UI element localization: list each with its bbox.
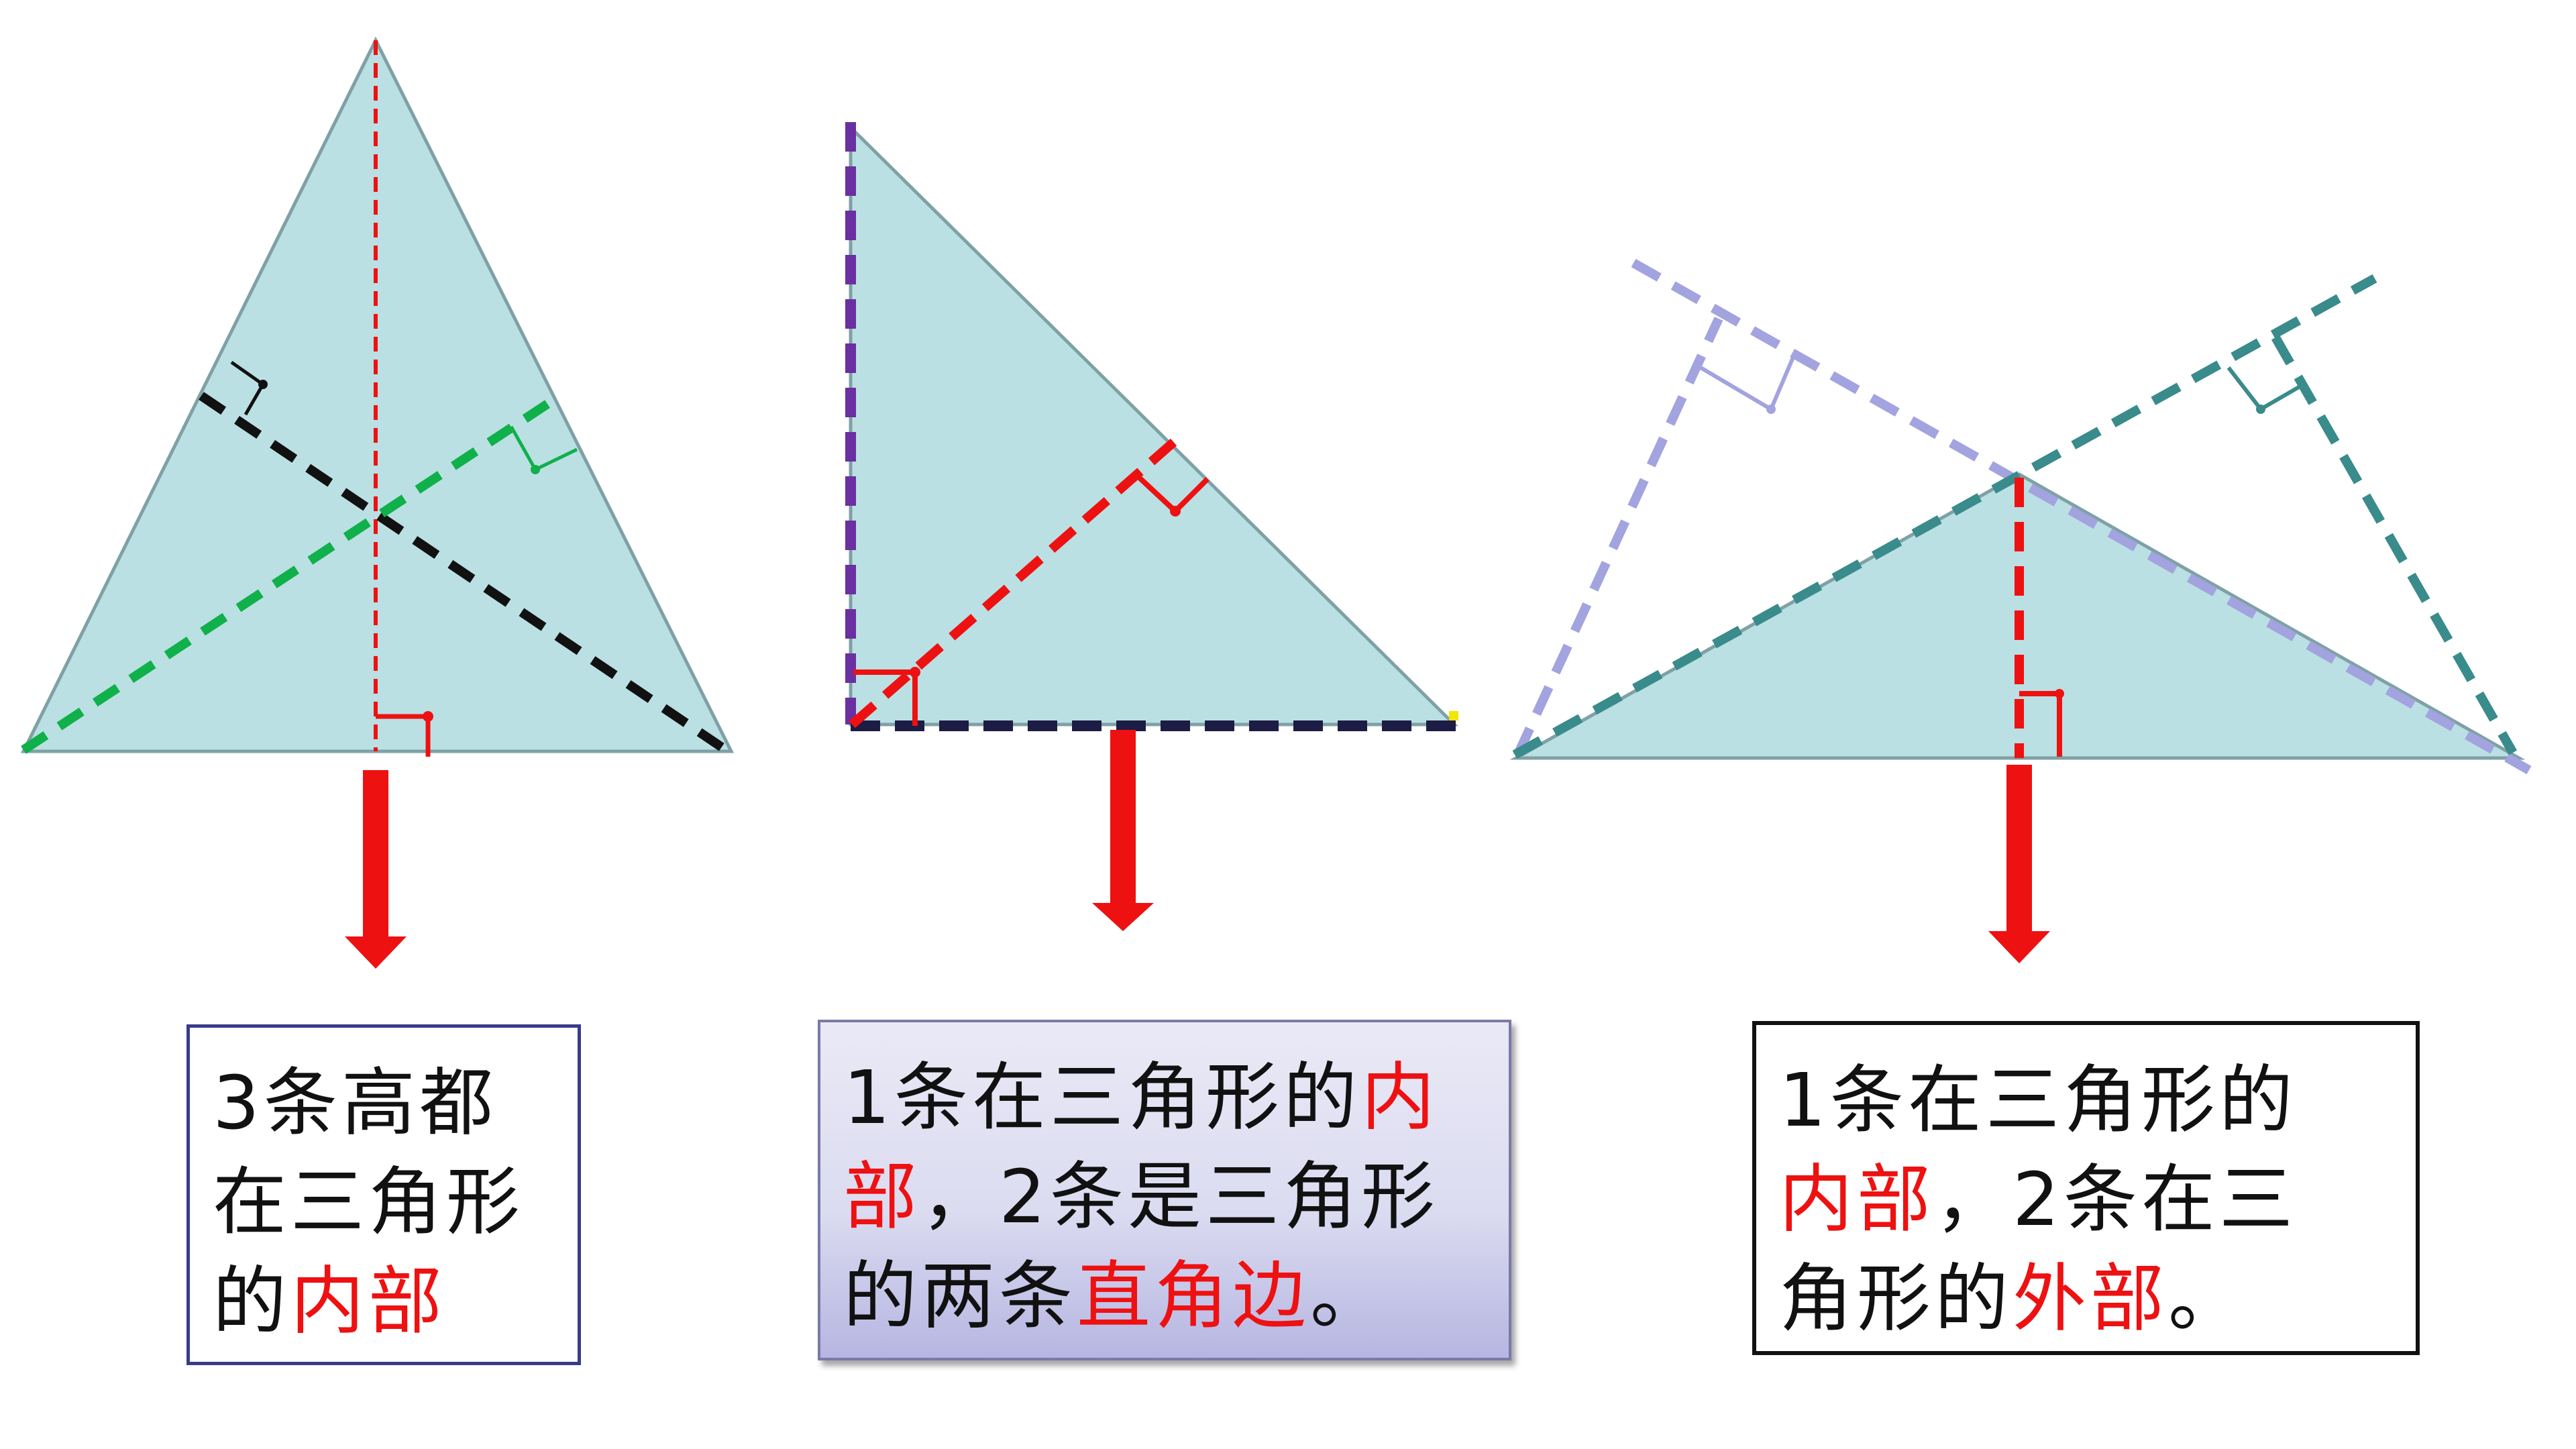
caption-line: 的内部	[213, 1252, 564, 1351]
right-altitude-red	[849, 437, 1179, 729]
obtuse-altitude-lavender	[1513, 317, 1723, 757]
right-angle-dot-corner	[910, 667, 920, 678]
caption-line: 角形的外部。	[1779, 1249, 2402, 1348]
arrow-3-head	[1988, 931, 2050, 963]
right-angle-mark-obtuse-teal	[2226, 366, 2304, 412]
caption-text: ，2条是三角形	[921, 1154, 1439, 1240]
obtuse-ext-line-lavender	[1631, 258, 2532, 775]
caption-text: 角形的	[1779, 1256, 2012, 1342]
caption-text: 在三角形	[213, 1159, 524, 1245]
caption-line: 1条在三角形的	[1779, 1051, 2402, 1150]
caption-line: 3条高都	[213, 1053, 564, 1152]
right-angle-dot-black	[258, 380, 268, 389]
right-angle-dot-obtuse-lavender	[1766, 405, 1776, 414]
arrow-1-head	[345, 936, 407, 969]
acute-altitude-black	[199, 392, 731, 755]
caption-text: 1条在三角形的	[1779, 1057, 2297, 1143]
caption-highlight: 内部	[1779, 1157, 1935, 1242]
caption-text: ，2条在三	[1935, 1157, 2297, 1242]
caption-line: 内部，2条在三	[1779, 1150, 2402, 1249]
arrow-3	[1988, 765, 2050, 963]
caption-text: 。	[2168, 1256, 2246, 1342]
caption-text: 的	[213, 1258, 290, 1344]
caption-line: 1条在三角形的内	[843, 1048, 1495, 1147]
right-angle-dot-obtuse-red	[2055, 689, 2064, 698]
caption-line: 的两条直角边。	[843, 1246, 1495, 1346]
right-angle-mark-obtuse-lavender	[1696, 353, 1796, 413]
caption-line: 在三角形	[213, 1152, 564, 1252]
corner-marker-yellow	[1449, 711, 1458, 720]
acute-triangle-group	[20, 36, 735, 757]
right-triangle-group	[845, 122, 1460, 731]
caption-highlight: 部	[843, 1154, 921, 1240]
acute-altitude-green	[21, 394, 559, 754]
arrow-2-head	[1092, 903, 1154, 931]
obtuse-ext-line-teal	[1512, 274, 2377, 759]
caption-right: 1条在三角形的内部，2条是三角形的两条直角边。	[818, 1020, 1511, 1360]
caption-obtuse: 1条在三角形的内部，2条在三角形的外部。	[1752, 1021, 2420, 1355]
obtuse-triangle-group	[1509, 258, 2532, 775]
arrow-2	[1092, 730, 1154, 931]
right-angle-dot-hyp	[1170, 506, 1181, 517]
caption-highlight: 内	[1361, 1055, 1439, 1140]
caption-highlight: 内部	[290, 1258, 446, 1344]
obtuse-altitude-teal	[2271, 335, 2518, 755]
right-angle-dot-obtuse-teal	[2256, 405, 2265, 414]
arrow-3-shaft	[2006, 765, 2032, 931]
caption-text: 的两条	[843, 1253, 1077, 1339]
caption-text: 1条在三角形的	[843, 1055, 1361, 1140]
right-angle-dot-green	[531, 465, 540, 474]
caption-text: 3条高都	[213, 1060, 497, 1146]
caption-acute: 3条高都在三角形的内部	[186, 1024, 581, 1365]
caption-line: 部，2条是三角形	[843, 1147, 1495, 1246]
caption-highlight: 外部	[2012, 1256, 2168, 1342]
caption-highlight: 直角边	[1077, 1253, 1310, 1339]
arrow-1-shaft	[363, 770, 388, 936]
right-triangle	[849, 123, 1459, 727]
caption-text: 。	[1310, 1253, 1388, 1339]
right-angle-dot-red	[423, 711, 433, 722]
arrow-1	[345, 770, 407, 969]
arrow-2-shaft	[1110, 730, 1136, 903]
